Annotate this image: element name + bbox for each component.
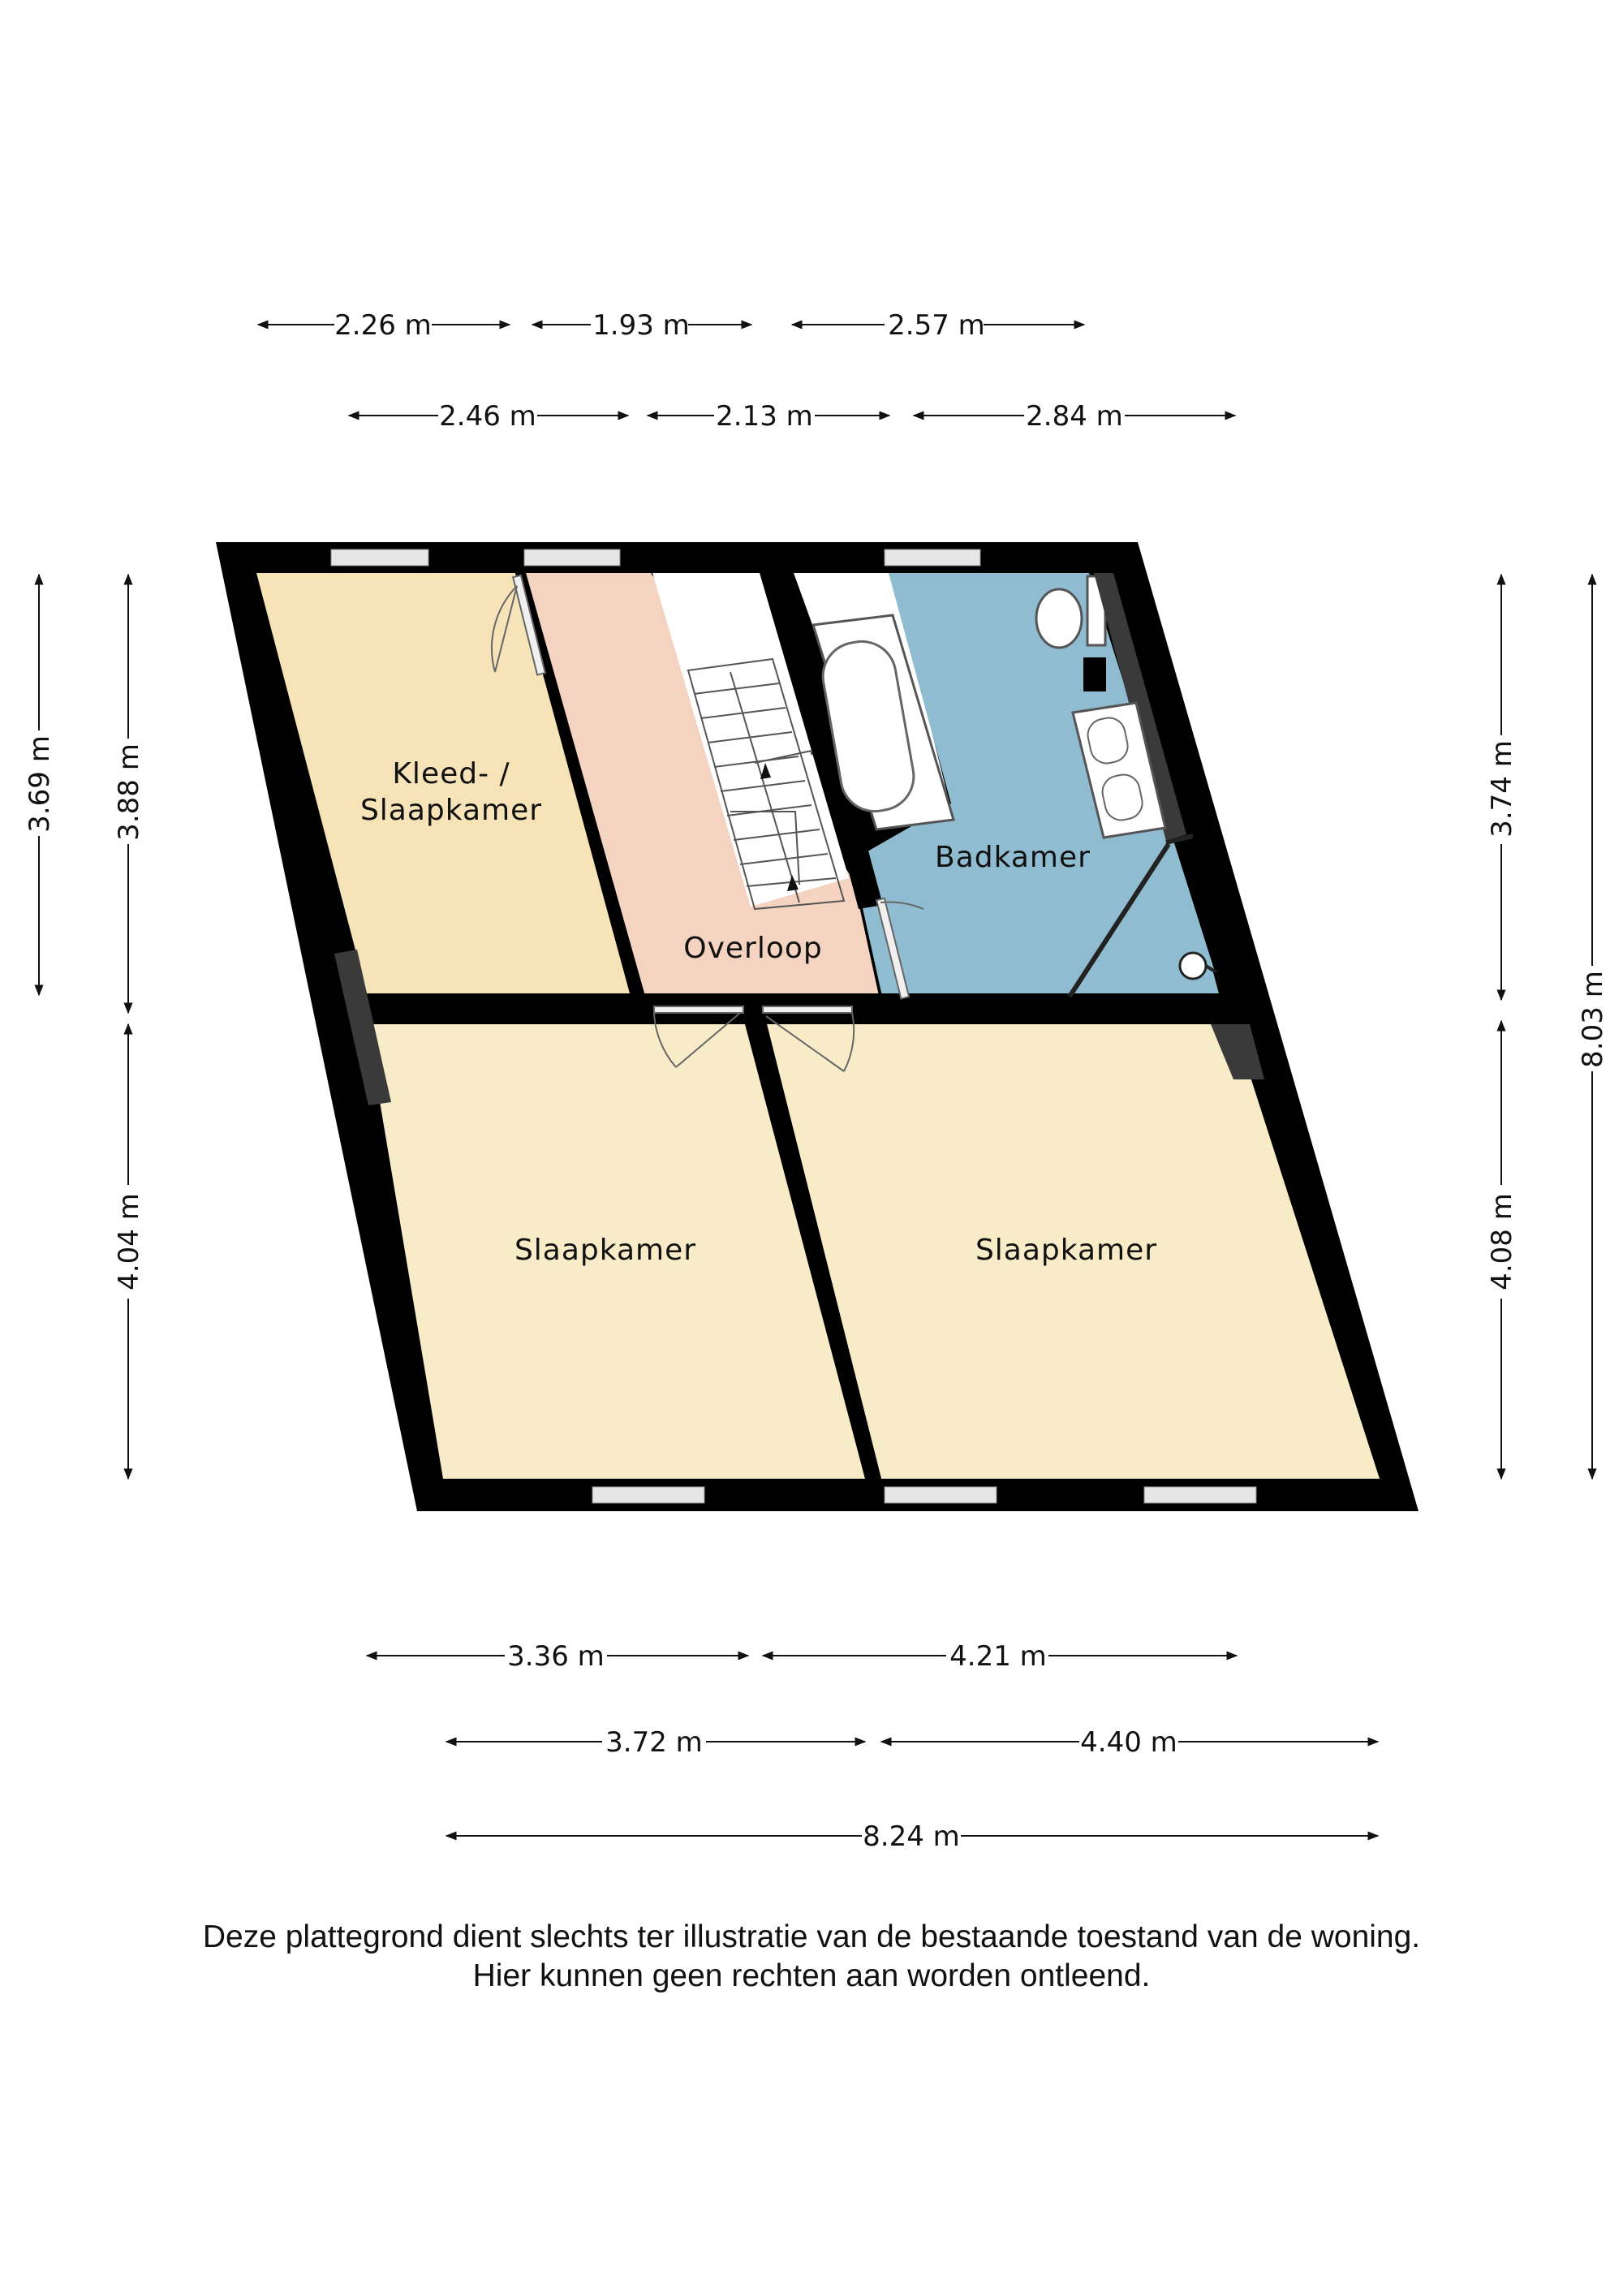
room-badkamer-floor-blue [852, 573, 1224, 1000]
room-slaap-rechts-floor [767, 1024, 1380, 1479]
door-kleed[interactable] [491, 574, 547, 676]
dim-label: 3.74 m [1486, 740, 1518, 838]
dim-label: 3.88 m [113, 743, 145, 841]
room-label-overloop: Overloop [683, 932, 823, 965]
stair-direction-arrow [760, 763, 799, 891]
dim-label: 2.57 m [888, 309, 985, 342]
dim-label: 4.04 m [113, 1193, 145, 1290]
staircase [687, 657, 846, 911]
dim-label: 4.40 m [1080, 1726, 1177, 1759]
room-overloop-floor [526, 573, 882, 1010]
dim-label: 8.24 m [863, 1820, 960, 1853]
room-label-kleed-line1: Kleed- / [392, 757, 510, 790]
window [523, 549, 621, 566]
shower-screen-sill [1165, 834, 1194, 845]
window [592, 1486, 705, 1504]
dim-label: 3.72 m [605, 1726, 703, 1759]
dim-label: 4.21 m [949, 1640, 1047, 1673]
window [330, 549, 429, 566]
wall-kleed-overloop [515, 573, 649, 1010]
room-label-kleed-line2: Slaapkamer [360, 794, 542, 827]
bath-corner-wall [1213, 971, 1261, 1024]
window [1143, 1486, 1257, 1504]
room-label-slaap-rechts: Slaapkamer [975, 1234, 1157, 1267]
dim-left [34, 573, 133, 1480]
double-sink-icon [1071, 701, 1167, 839]
disclaimer-line-1: Deze plattegrond dient slechts ter illus… [202, 1919, 1421, 1954]
dim-label: 1.93 m [592, 309, 690, 342]
shower-screen [1067, 842, 1171, 998]
dim-label: 2.84 m [1026, 400, 1123, 433]
dim-label: 4.08 m [1486, 1193, 1518, 1290]
bath-wall-shaft [1094, 573, 1186, 841]
bathtub-icon [812, 614, 955, 831]
room-kleed-floor [256, 573, 630, 993]
wall-stair-bath [769, 573, 883, 909]
dim-label: 8.03 m [1577, 971, 1609, 1068]
dim-right [1496, 573, 1597, 1480]
door-bath[interactable] [875, 897, 924, 1000]
dim-label: 3.36 m [507, 1640, 605, 1673]
disclaimer-line-2: Hier kunnen geen rechten aan worden ontl… [472, 1958, 1151, 1993]
pipe-shaft [1083, 657, 1106, 691]
window [884, 549, 981, 566]
dim-label: 2.26 m [334, 309, 432, 342]
room-label-slaap-links: Slaapkamer [514, 1234, 696, 1267]
room-slaap-links-floor [367, 1024, 865, 1479]
recess-left [334, 950, 391, 1105]
recess-right [1211, 1024, 1264, 1079]
door-slaap-rechts[interactable] [762, 1006, 855, 1072]
dim-label: 2.13 m [716, 400, 813, 433]
dim-label: 3.69 m [24, 735, 56, 833]
dim-label: 2.46 m [439, 400, 536, 433]
door-slaap-links[interactable] [653, 1006, 744, 1068]
wall-bedrooms [745, 1024, 881, 1479]
window [884, 1486, 997, 1504]
room-label-badkamer: Badkamer [935, 841, 1091, 874]
